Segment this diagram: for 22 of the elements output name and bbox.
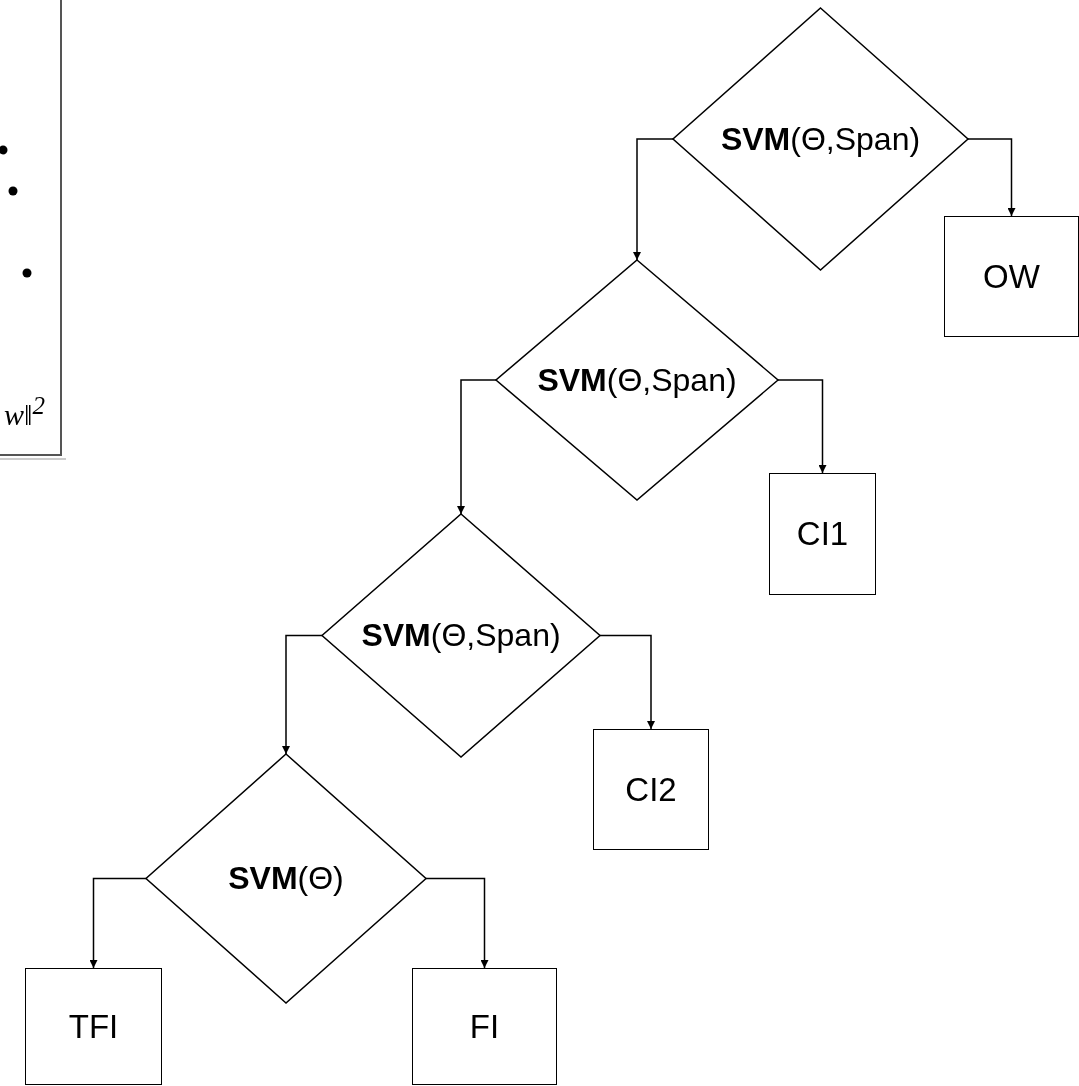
result-box: OW bbox=[944, 216, 1079, 337]
arrow bbox=[457, 379, 497, 515]
result-box: CI2 bbox=[593, 729, 709, 850]
arrow bbox=[425, 877, 489, 969]
result-box: TFI bbox=[25, 968, 162, 1085]
arrow bbox=[633, 138, 674, 261]
arrow bbox=[777, 379, 827, 474]
condition-text: SVM(Θ,Span) bbox=[537, 361, 737, 399]
condition-text: SVM(Θ,Span) bbox=[720, 120, 921, 158]
arrow bbox=[282, 634, 323, 755]
result-box: FI bbox=[412, 968, 557, 1085]
condition-text: SVM(Θ,Span) bbox=[361, 617, 561, 654]
formula-fragment: w‖$^{2}$ bbox=[4, 392, 45, 432]
condition-text: SVM(Θ) bbox=[228, 860, 344, 897]
arrow bbox=[89, 877, 147, 969]
result-box: CI1 bbox=[769, 473, 876, 595]
arrow bbox=[967, 138, 1016, 217]
decision-diamond bbox=[673, 8, 968, 270]
decision-diamond bbox=[496, 260, 778, 500]
arrow bbox=[599, 634, 655, 730]
decision-diamond bbox=[146, 754, 426, 1003]
decision-diamond bbox=[322, 514, 600, 757]
